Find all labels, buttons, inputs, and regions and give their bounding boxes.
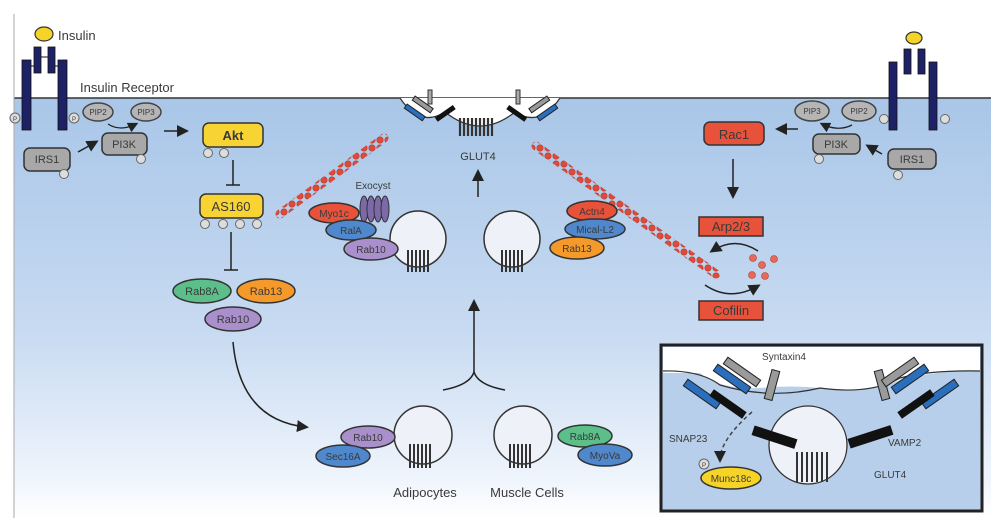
svg-text:Mical-L2: Mical-L2 [576,225,614,236]
svg-text:PI3K: PI3K [824,139,849,151]
svg-text:PIP3: PIP3 [803,107,821,116]
svg-text:P: P [13,117,17,123]
rab10-bottom [340,425,396,449]
svg-text:Rab10: Rab10 [356,245,386,256]
phospho-site [879,114,889,124]
glut4-inset-label: GLUT4 [874,470,907,481]
cofilin-node [698,300,764,321]
sec16a [315,444,371,468]
phospho-site [219,148,229,158]
phospho-site [200,219,262,229]
rab8a-left [172,278,232,304]
rab10-top [343,237,399,261]
glut4-vesicle-adipocyte-top [389,210,447,268]
actin-monomers [748,254,778,280]
phospho-site [59,169,69,179]
svg-text:Arp2/3: Arp2/3 [712,219,750,234]
svg-text:Rab13: Rab13 [562,244,592,255]
rala [325,219,377,241]
adipocytes-label: Adipocytes [393,485,457,500]
akt-node [202,122,264,148]
myova [577,443,633,467]
phospho-site [893,170,903,180]
phospho-site: P P [9,112,80,124]
svg-text:Rab10: Rab10 [353,433,383,444]
svg-text:Cofilin: Cofilin [713,303,749,318]
phospho-site [136,154,146,164]
exocyst-complex [359,195,390,223]
svg-text:IRS1: IRS1 [35,154,59,166]
glut4-transporter-top [458,118,494,136]
insulin-receptor-right [888,48,938,131]
phospho-site [698,458,710,470]
pip2-left [82,102,114,122]
muscle-cells-label: Muscle Cells [490,485,564,500]
insulin-molecule-left [34,26,54,42]
arp23-node [698,216,764,237]
vamp2-label: VAMP2 [888,438,922,449]
insulin-receptor-label: Insulin Receptor [80,80,175,95]
actin-filament-right [531,141,721,279]
glut4-label-top: GLUT4 [460,151,495,163]
insulin-molecule-right [905,31,923,45]
pip3-left [130,102,162,122]
rab10-left [204,306,262,332]
snare-complex-top-right [506,89,559,122]
svg-text:Rac1: Rac1 [719,127,749,142]
glut4-vesicle-muscle-top [483,210,541,268]
irs1-to-pi3k-arrow [77,140,99,153]
svg-text:Actn4: Actn4 [579,207,605,218]
pip2-to-pip3-arrow [107,122,139,133]
pi3k-right [812,133,861,155]
exocyst-label: Exocyst [355,181,390,192]
svg-text:Rab8A: Rab8A [570,432,601,443]
pi3k-left [101,132,148,156]
svg-text:Akt: Akt [223,128,245,143]
phospho-site [203,148,213,158]
svg-text:Rab13: Rab13 [250,286,282,298]
svg-text:PIP2: PIP2 [850,107,868,116]
svg-text:P: P [702,463,706,469]
pip3-right [794,100,830,122]
snare-complex-top-left [403,89,456,122]
svg-text:RalA: RalA [340,226,362,237]
insulin-label: Insulin [58,28,96,43]
irs1-left [23,147,71,172]
svg-text:P: P [72,117,76,123]
phospho-site [940,114,950,124]
svg-text:Munc18c: Munc18c [711,474,752,485]
svg-text:PIP3: PIP3 [137,108,155,117]
insulin-receptor-left [21,46,68,131]
syntaxin4-label: Syntaxin4 [762,352,806,363]
svg-text:PIP2: PIP2 [89,108,107,117]
svg-text:IRS1: IRS1 [900,154,924,166]
pip2-right [841,100,877,122]
phospho-site [814,154,824,164]
snap23-label: SNAP23 [669,434,708,445]
rab13-left [236,278,296,304]
munc18c [700,466,762,490]
svg-text:Rab10: Rab10 [217,314,249,326]
svg-text:MyoVa: MyoVa [590,451,621,462]
irs1-right [887,148,937,170]
actin-filament-left [275,133,389,219]
svg-text:Sec16A: Sec16A [325,452,360,463]
svg-text:PI3K: PI3K [112,139,137,151]
svg-text:Myo1c: Myo1c [319,209,348,220]
svg-text:Rab8A: Rab8A [185,286,219,298]
as160-node [199,193,264,219]
svg-text:AS160: AS160 [211,199,250,214]
rac1-node [703,121,765,146]
rab10-to-vesicle-arrow [232,341,309,433]
rab13-top [549,236,605,260]
